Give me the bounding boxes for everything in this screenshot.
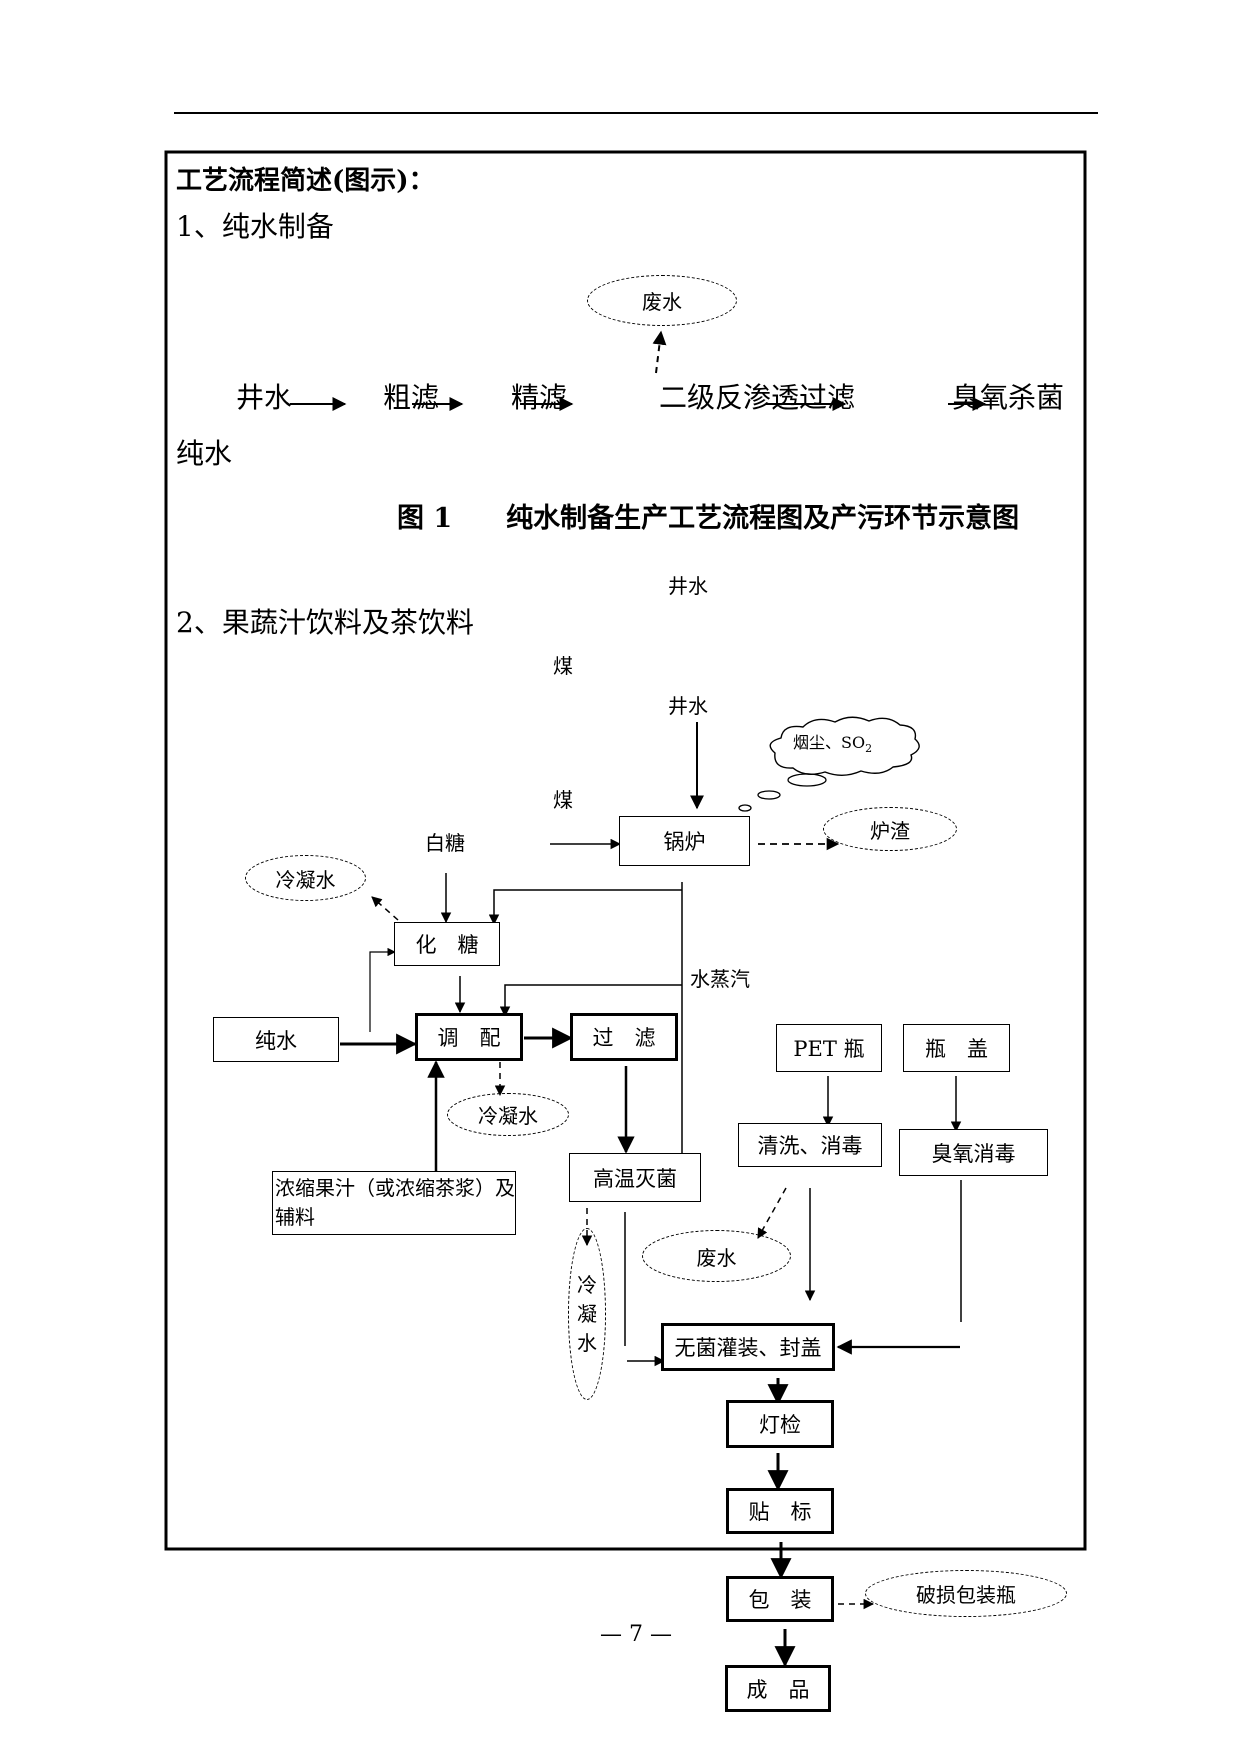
label-flue-gas: 烟尘、SO2 xyxy=(793,729,872,755)
part2-heading: 2、果蔬汁饮料及茶饮料 xyxy=(176,606,474,639)
oval-condensate-vertical: 冷 凝 水 xyxy=(568,1228,606,1400)
box-finished-product: 成 品 xyxy=(725,1665,831,1712)
cloud-puff-medium xyxy=(757,790,781,800)
arrow-sugar-to-condensate xyxy=(371,896,399,921)
condensate-char-1: 冷 xyxy=(577,1272,597,1297)
label-coal: 煤 xyxy=(553,788,573,812)
flue-gas-cloud xyxy=(769,716,920,776)
page-number: — 7 — xyxy=(600,1622,672,1647)
flue-gas-subscript: 2 xyxy=(865,742,873,756)
cloud-puff-large xyxy=(787,773,827,787)
condensate-char-2: 凝 xyxy=(577,1301,597,1326)
box-sugar-dissolve: 化 糖 xyxy=(394,922,500,966)
box-ozone-disinfect: 臭氧消毒 xyxy=(899,1129,1048,1176)
box-labeling: 贴 标 xyxy=(726,1488,834,1534)
box-boiler: 锅炉 xyxy=(619,816,750,866)
flue-gas-text: 烟尘、SO xyxy=(793,733,866,752)
arrow-wash-to-wastewater xyxy=(757,1187,787,1239)
box-wash-disinfect: 清洗、消毒 xyxy=(738,1123,882,1167)
oval-wastewater-2: 废水 xyxy=(642,1230,791,1282)
part1-heading: 1、纯水制备 xyxy=(176,210,334,243)
wastewater-oval-1: 废水 xyxy=(587,275,737,326)
arrow-purewater-to-sugar xyxy=(369,947,396,1032)
label-well-water: 井水 xyxy=(668,694,708,718)
label-well-water-top: 井水 xyxy=(668,574,708,598)
steam-to-sugar xyxy=(488,889,682,926)
box-concentrate: 浓缩果汁（或浓缩茶浆）及辅料 xyxy=(272,1171,516,1235)
box-packing: 包 装 xyxy=(726,1576,834,1622)
oval-condensate-2: 冷凝水 xyxy=(447,1093,569,1136)
step-pure-water: 纯水 xyxy=(176,437,233,470)
box-pet-bottle: PET 瓶 xyxy=(776,1024,882,1072)
box-filter: 过 滤 xyxy=(570,1013,678,1061)
section-title: 工艺流程简述(图示)： xyxy=(176,166,435,196)
label-steam: 水蒸汽 xyxy=(690,967,750,991)
box-sterilize: 高温灭菌 xyxy=(569,1153,701,1202)
step-two-stage-ro: 二级反渗透过滤 xyxy=(659,381,856,414)
label-coal-top: 煤 xyxy=(553,654,573,678)
cloud-puff-small xyxy=(738,804,752,812)
oval-slag: 炉渣 xyxy=(823,807,957,851)
content-frame xyxy=(164,150,1087,1551)
oval-condensate-1: 冷凝水 xyxy=(245,855,366,901)
step-coarse-filter: 粗滤 xyxy=(383,381,440,414)
steam-to-blend xyxy=(499,984,682,1018)
box-light-inspect: 灯检 xyxy=(726,1400,834,1448)
arrow-ro-to-waste xyxy=(652,330,667,374)
box-aseptic-fill: 无菌灌装、封盖 xyxy=(661,1323,835,1371)
figure-1-caption: 图 1 纯水制备生产工艺流程图及产污环节示意图 xyxy=(397,503,1020,534)
box-bottle-cap: 瓶 盖 xyxy=(903,1024,1010,1072)
box-pure-water: 纯水 xyxy=(213,1017,339,1062)
step-ozone-sterilize: 臭氧杀菌 xyxy=(952,381,1065,414)
label-white-sugar: 白糖 xyxy=(425,831,465,855)
condensate-char-3: 水 xyxy=(577,1330,597,1355)
step-well-water: 井水 xyxy=(236,381,293,414)
box-blend: 调 配 xyxy=(415,1013,523,1061)
step-fine-filter: 精滤 xyxy=(511,381,568,414)
oval-broken-bottles: 破损包装瓶 xyxy=(865,1570,1067,1617)
